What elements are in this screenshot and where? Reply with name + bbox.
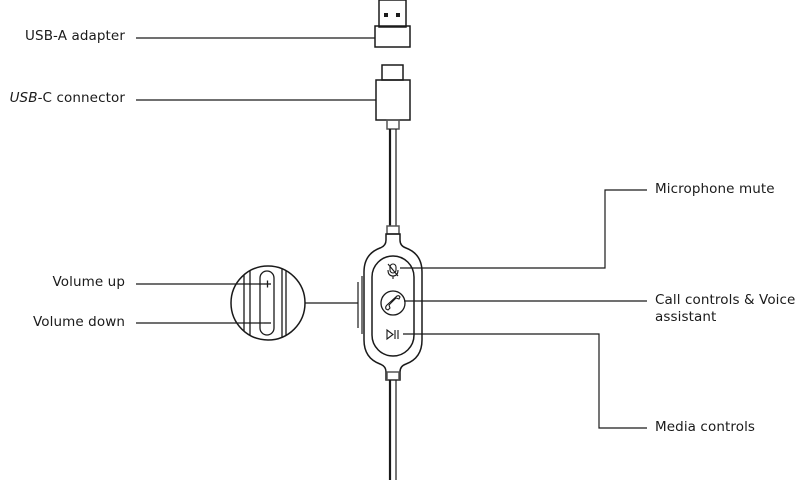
label-call-controls: Call controls & Voice assistant [655, 292, 795, 326]
label-call-controls-line1: Call controls & Voice [655, 292, 796, 308]
media-leader [403, 333, 647, 429]
cable-lower [386, 371, 400, 480]
label-usb-c-rest: -C connector [37, 90, 125, 106]
phone-icon [385, 295, 401, 311]
usb-c-connector [375, 64, 411, 130]
label-volume-down: Volume down [32, 314, 125, 330]
label-usb-c-connector: USB-C connector [10, 90, 125, 107]
microphone-mute-icon [387, 263, 399, 279]
play-pause-icon [386, 328, 399, 341]
plus-icon [264, 280, 271, 288]
usb-a-adapter [374, 0, 411, 48]
cable-upper [386, 129, 400, 235]
mic-mute-leader [400, 189, 647, 269]
label-call-controls-line2: assistant [655, 309, 717, 325]
label-volume-up: Volume up [52, 274, 125, 290]
label-usb-a-adapter: USB-A adapter [25, 28, 125, 44]
label-usb-c-italic: USB [9, 90, 38, 106]
volume-rocker-detail [230, 265, 306, 341]
call-button [380, 290, 406, 316]
label-media-controls: Media controls [655, 419, 756, 435]
label-microphone-mute: Microphone mute [655, 181, 775, 197]
inline-controller [357, 233, 423, 381]
